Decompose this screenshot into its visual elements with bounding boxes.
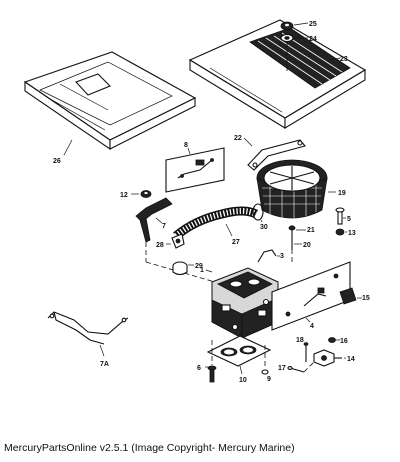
callout-30: 30 bbox=[260, 224, 268, 231]
callout-16: 16 bbox=[340, 338, 348, 345]
fitting-part bbox=[171, 233, 185, 249]
callout-4: 4 bbox=[310, 323, 314, 330]
washer-part bbox=[280, 33, 294, 43]
clip-part bbox=[328, 337, 336, 343]
callout-10: 10 bbox=[239, 377, 247, 384]
image-copyright-caption: MercuryPartsOnline v2.5.1 (Image Copyrig… bbox=[4, 442, 295, 454]
base-gasket-part bbox=[206, 335, 272, 367]
callout-12: 12 bbox=[120, 192, 128, 199]
nut-part-left bbox=[140, 190, 152, 198]
callout-5: 5 bbox=[347, 216, 351, 223]
throttle-bracket-part bbox=[135, 197, 173, 243]
engine-cover-part bbox=[23, 51, 197, 151]
callout-19: 19 bbox=[338, 190, 346, 197]
callout-29: 29 bbox=[195, 263, 203, 270]
switch-part bbox=[313, 349, 342, 367]
callout-1: 1 bbox=[200, 267, 204, 274]
callout-14: 14 bbox=[347, 356, 355, 363]
callout-6: 6 bbox=[197, 365, 201, 372]
flame-arrestor-part bbox=[256, 159, 328, 219]
callout-18: 18 bbox=[296, 337, 304, 344]
callout-7a: 7A bbox=[100, 361, 109, 368]
callout-8: 8 bbox=[184, 142, 188, 149]
throttle-bracket-alt-part bbox=[47, 311, 129, 345]
callout-9: 9 bbox=[267, 376, 271, 383]
bracket-part bbox=[247, 139, 306, 171]
callout-27: 27 bbox=[232, 239, 240, 246]
vent-hose-part bbox=[173, 206, 259, 240]
callout-25: 25 bbox=[309, 21, 317, 28]
callout-3: 3 bbox=[280, 253, 284, 260]
nut-part bbox=[280, 21, 294, 31]
small-screw-part bbox=[287, 366, 305, 373]
carburetor-part bbox=[211, 267, 279, 339]
bolt-part bbox=[207, 365, 217, 383]
callout-15: 15 bbox=[362, 295, 370, 302]
callout-7: 7 bbox=[162, 223, 166, 230]
callout-21: 21 bbox=[307, 227, 315, 234]
callout-22: 22 bbox=[234, 135, 242, 142]
pin-part bbox=[303, 342, 309, 362]
callout-17: 17 bbox=[278, 365, 286, 372]
callout-26: 26 bbox=[53, 158, 61, 165]
flame-arrestor-cover-part bbox=[188, 19, 367, 129]
callout-20: 20 bbox=[303, 242, 311, 249]
stud-part bbox=[288, 225, 296, 250]
mounting-block-part bbox=[339, 287, 357, 305]
throttle-plate-part bbox=[271, 261, 351, 331]
callout-13: 13 bbox=[348, 230, 356, 237]
screw-part bbox=[335, 207, 345, 225]
link-rod-part bbox=[257, 249, 277, 263]
callout-28: 28 bbox=[156, 242, 164, 249]
cap-part bbox=[172, 261, 188, 276]
callout-24: 24 bbox=[309, 36, 317, 43]
grommet-part bbox=[335, 228, 345, 236]
hose-clamp-part bbox=[252, 203, 264, 221]
gasket-plate-part bbox=[165, 147, 225, 193]
callout-23: 23 bbox=[340, 56, 348, 63]
washer-part-lower bbox=[261, 369, 269, 375]
